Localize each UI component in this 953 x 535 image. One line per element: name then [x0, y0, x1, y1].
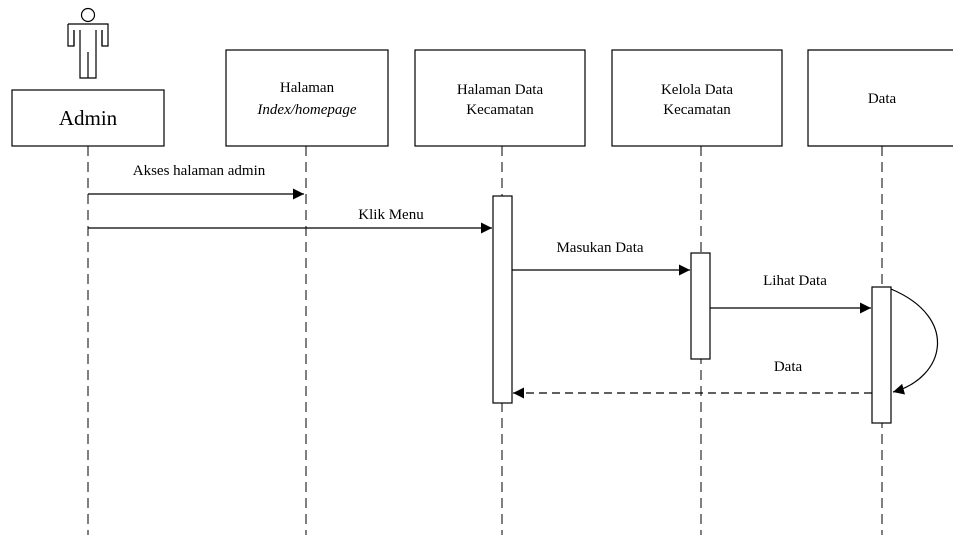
message-label-masukan-data: Masukan Data [556, 240, 643, 256]
lifeline-label-index-page-line1: Halaman [280, 80, 335, 96]
lifeline-box-data-kecamatan-page [414, 49, 586, 147]
message-label-data-return: Data [774, 359, 803, 375]
admin-actor-icon [67, 7, 109, 79]
lifeline-dashed-lines [87, 146, 883, 535]
lifeline-label-kelola-data-kecamatan-line2: Kecamatan [663, 102, 731, 118]
lifeline-label-kelola-data-kecamatan-line1: Kelola Data [661, 82, 733, 98]
message-label-akses-halaman-admin: Akses halaman admin [133, 163, 266, 179]
activation-bar-data-store [871, 286, 892, 424]
admin-actor-label: Admin [59, 106, 118, 130]
lifeline-label-data-store: Data [868, 91, 897, 107]
lifeline-box-index-page [225, 49, 389, 147]
activation-bar-kelola-data-kecamatan [690, 252, 711, 360]
lifeline-label-index-page-line2: Index/homepage [256, 102, 356, 118]
message-label-klik-menu: Klik Menu [358, 207, 424, 223]
message-label-lihat-data: Lihat Data [763, 273, 827, 289]
lifeline-label-data-kecamatan-page-line1: Halaman Data [457, 82, 544, 98]
lifeline-label-data-kecamatan-page-line2: Kecamatan [466, 102, 534, 118]
self-call-arrow-data-store [890, 288, 938, 395]
activation-bar-data-kecamatan-page [492, 195, 513, 404]
lifeline-box-kelola-data-kecamatan [611, 49, 783, 147]
lifeline-box-data-store [807, 49, 953, 147]
admin-actor-box [11, 89, 165, 147]
